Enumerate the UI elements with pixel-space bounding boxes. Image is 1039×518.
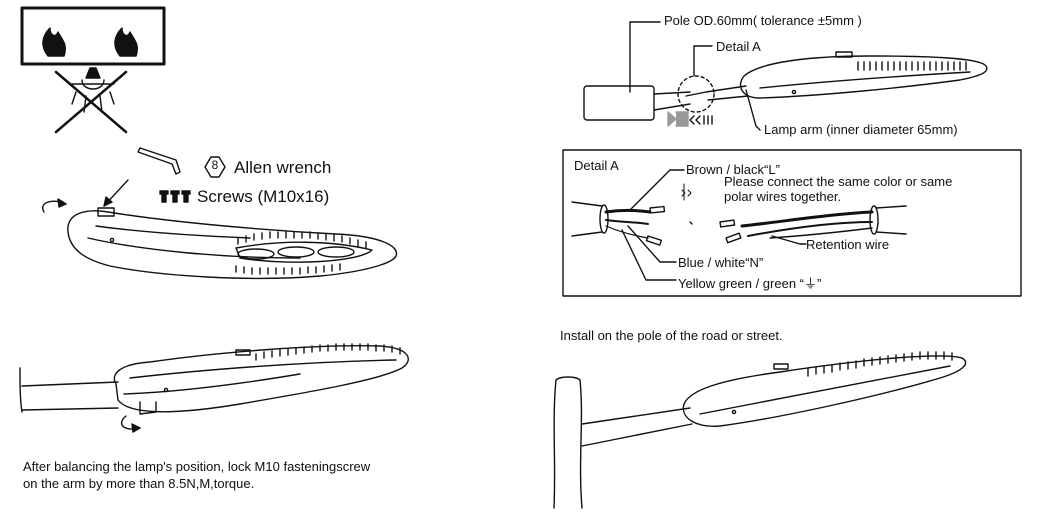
screws-icon: [159, 190, 191, 203]
allen-wrench-label: Allen wrench: [234, 158, 332, 177]
detail-a-wiring-diagram: [571, 169, 907, 281]
pole-od-leader-line: [629, 21, 661, 93]
wrench-count-hexagon-icon: [204, 156, 226, 178]
lock-caption-line2: on the arm by more than 8.5N,M,torque.: [23, 476, 255, 491]
lamp-arm-label: Lamp arm (inner diameter 65mm): [764, 122, 958, 137]
brown-wire-label: Brown / black“L”: [686, 162, 780, 177]
connection-instruction-line2: polar wires together.: [724, 189, 842, 204]
retention-wire-label: Retention wire: [806, 237, 890, 252]
no-fire-no-bulb-warning-icon: [20, 6, 166, 134]
allen-wrench-icon: [137, 147, 181, 175]
blue-wire-label: Blue / white“N”: [678, 255, 764, 270]
pole-od-label: Pole OD.60mm( tolerance ±5mm ): [664, 13, 862, 28]
rotate-arrow-icon: [42, 198, 67, 213]
connection-instruction-line1: Please connect the same color or same: [724, 174, 953, 189]
ground-wire-label: Yellow green / green “⏚”: [678, 276, 822, 291]
lamp-arm-leader-line: [745, 89, 761, 131]
detail-a-leader-line: [693, 45, 713, 77]
pole-and-arm-diagram: [583, 51, 988, 127]
install-caption: Install on the pole of the road or stree…: [560, 328, 783, 343]
lock-caption-line1: After balancing the lamp's position, loc…: [23, 459, 371, 474]
wrench-count-label: 8: [211, 158, 219, 172]
detail-a-title: Detail A: [574, 158, 619, 173]
detail-a-callout-label: Detail A: [716, 39, 761, 54]
lamp-on-pole-view: [553, 351, 967, 509]
lamp-underside-view: [67, 207, 398, 280]
pointer-arrow-to-screw: [103, 179, 129, 207]
screws-label: Screws (M10x16): [197, 187, 330, 206]
lamp-on-arm-side-view: [19, 343, 409, 433]
detail-a-box: [562, 149, 1022, 297]
